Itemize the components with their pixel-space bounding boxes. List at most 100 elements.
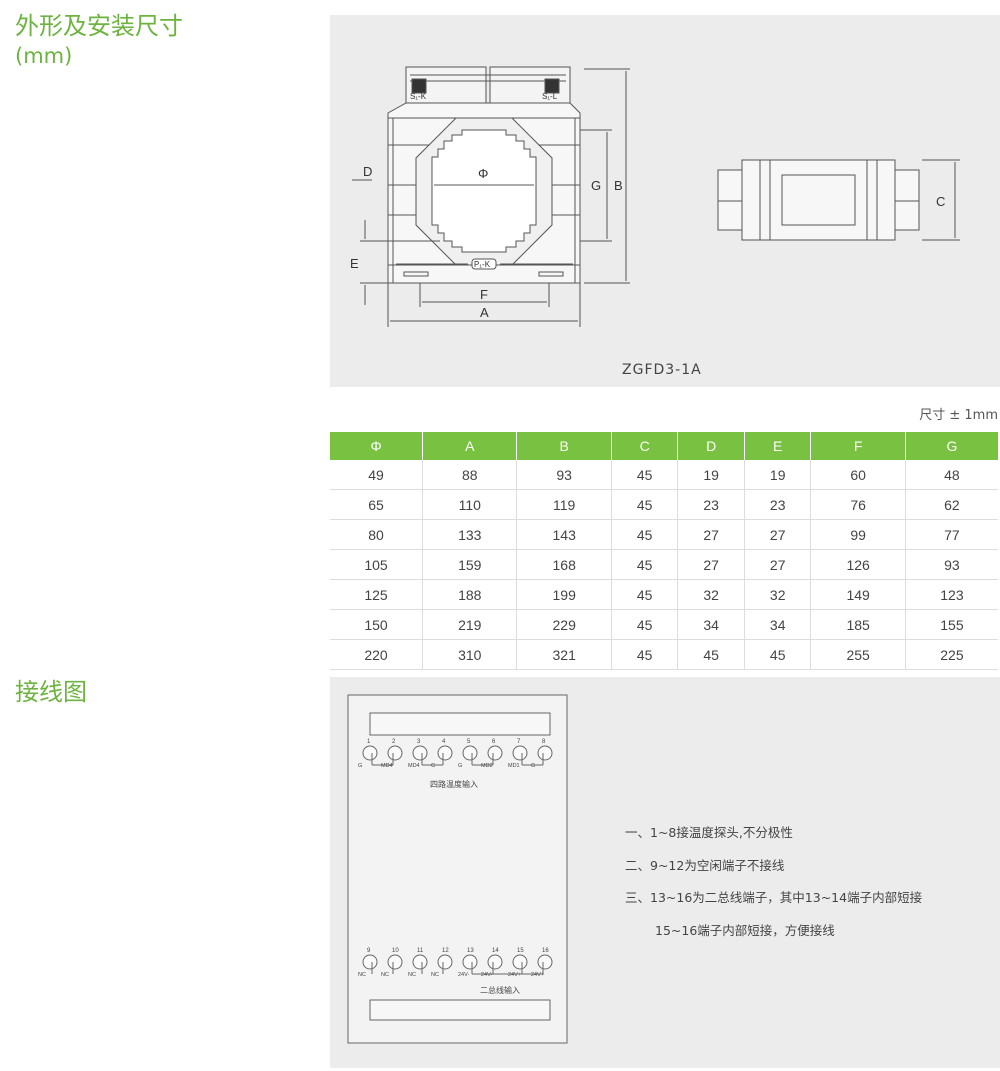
table-cell: 45	[610, 489, 678, 520]
table-cell: 150	[330, 609, 423, 640]
table-cell: 27	[743, 519, 811, 550]
section-title-dimensions: 外形及安装尺寸	[15, 12, 183, 40]
top-terminal-label: G	[458, 763, 462, 769]
table-cell: 310	[422, 639, 517, 670]
table-cell: 133	[422, 519, 517, 550]
s1l-label: S₁-L	[542, 92, 558, 101]
bottom-terminal-label: 24V+	[531, 972, 544, 978]
top-terminal-label: G	[358, 763, 362, 769]
table-cell: 321	[516, 639, 612, 670]
top-terminal-label: MD4	[408, 763, 420, 769]
wiring-note-2: 二、9~12为空闲端子不接线	[625, 858, 785, 873]
table-cell: 27	[677, 549, 745, 580]
wiring-diagram: 四路温度输入 二总线输入 1G2MD43MD44G5G6MD27MD18G9NC…	[347, 694, 568, 1044]
table-cell: 19	[743, 460, 811, 490]
table-cell: 34	[743, 609, 811, 640]
bottom-terminal-label: NC	[358, 972, 366, 978]
top-terminal-number: 4	[442, 739, 446, 745]
table-cell: 45	[610, 460, 678, 490]
table-cell: 220	[330, 639, 423, 670]
table-cell: 45	[610, 519, 678, 550]
column-header: B	[516, 432, 612, 460]
section-title-wiring: 接线图	[15, 678, 87, 706]
bottom-terminal	[412, 954, 428, 970]
phi-label: Φ	[478, 166, 488, 181]
table-cell: 143	[516, 519, 612, 550]
top-terminal-number: 2	[392, 739, 396, 745]
top-terminal-number: 6	[492, 739, 496, 745]
table-cell: 19	[677, 460, 745, 490]
bottom-terminal	[512, 954, 528, 970]
top-terminal-label: MD1	[508, 763, 520, 769]
bottom-terminal-label: NC	[408, 972, 416, 978]
column-header: D	[677, 432, 745, 460]
bottom-terminal-number: 14	[492, 948, 499, 954]
bottom-terminal	[487, 954, 503, 970]
bottom-terminal-number: 12	[442, 948, 449, 954]
table-cell: 60	[810, 460, 906, 490]
top-terminal	[487, 745, 503, 761]
top-terminal-number: 1	[367, 739, 371, 745]
bottom-terminal-number: 9	[367, 948, 371, 954]
table-cell: 65	[330, 489, 423, 520]
column-header: A	[422, 432, 517, 460]
column-header: F	[810, 432, 906, 460]
top-terminal-label: MD2	[481, 763, 493, 769]
column-header: Φ	[330, 432, 423, 460]
p1k-label: P₁-K	[474, 260, 491, 269]
bottom-terminal	[387, 954, 403, 970]
top-terminal-number: 3	[417, 739, 421, 745]
bottom-terminal-number: 16	[542, 948, 549, 954]
table-cell: 125	[330, 579, 423, 610]
bottom-terminal-number: 15	[517, 948, 524, 954]
table-cell: 110	[422, 489, 517, 520]
bottom-terminal-number: 11	[417, 948, 424, 954]
table-cell: 255	[810, 639, 906, 670]
dim-e-label: E	[350, 256, 359, 271]
table-cell: 62	[904, 489, 998, 520]
dim-a-label: A	[480, 305, 489, 320]
table-cell: 34	[677, 609, 745, 640]
table-cell: 99	[810, 519, 906, 550]
column-header: C	[610, 432, 678, 460]
outline-drawing: S₁-K S₁-L Φ P₁-K A F B	[350, 66, 960, 327]
top-terminal	[412, 745, 428, 761]
bottom-terminal	[537, 954, 553, 970]
table-cell: 76	[810, 489, 906, 520]
wiring-note-1: 一、1~8接温度探头,不分极性	[625, 825, 793, 840]
table-cell: 229	[516, 609, 612, 640]
table-cell: 48	[904, 460, 998, 490]
table-cell: 123	[904, 579, 998, 610]
bottom-terminal	[362, 954, 378, 970]
wiring-note-4: 15~16端子内部短接，方便接线	[655, 923, 835, 938]
top-terminal	[437, 745, 453, 761]
table-cell: 188	[422, 579, 517, 610]
table-cell: 77	[904, 519, 998, 550]
table-cell: 80	[330, 519, 423, 550]
top-terminal-number: 8	[542, 739, 546, 745]
dim-b-label: B	[614, 178, 623, 193]
table-cell: 23	[743, 489, 811, 520]
table-cell: 23	[677, 489, 745, 520]
top-terminal-label: G	[531, 763, 535, 769]
table-cell: 225	[904, 639, 998, 670]
table-cell: 105	[330, 549, 423, 580]
top-terminal	[362, 745, 378, 761]
column-header: E	[743, 432, 811, 460]
table-cell: 119	[516, 489, 612, 520]
table-cell: 155	[904, 609, 998, 640]
dim-f-label: F	[480, 287, 488, 302]
top-terminal	[387, 745, 403, 761]
table-cell: 88	[422, 460, 517, 490]
bottom-terminal-label: NC	[381, 972, 389, 978]
s1k-label: S₁-K	[410, 92, 427, 101]
table-cell: 45	[743, 639, 811, 670]
top-terminal	[537, 745, 553, 761]
top-terminal	[462, 745, 478, 761]
